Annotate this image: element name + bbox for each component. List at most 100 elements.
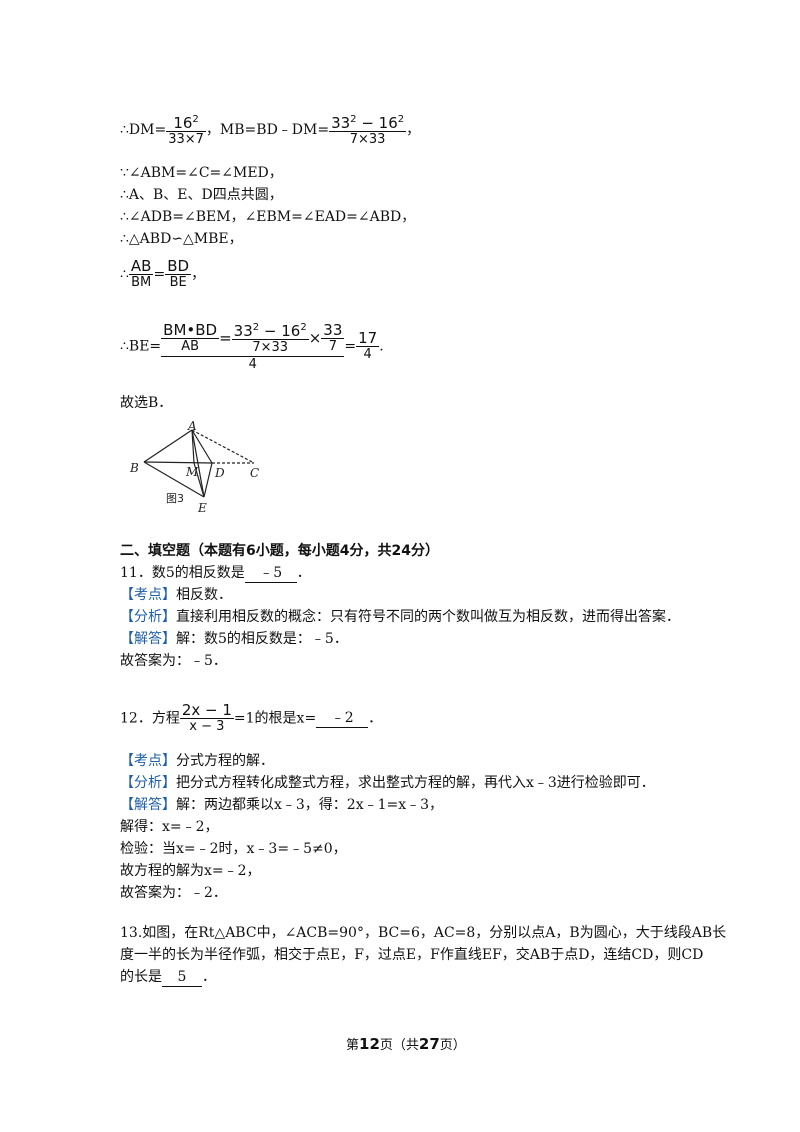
mb-num-mid: − 16	[356, 114, 398, 132]
page-footer: 第12页（共27页）	[346, 1034, 466, 1053]
q12-step3: 故方程的解为x=﹣2，	[120, 863, 261, 879]
mb-num-exp-a: 2	[350, 114, 357, 125]
section-heading: 二、填空题（本题有6小题，每小题4分，共24分）	[120, 543, 439, 559]
segment-ad	[191, 429, 213, 464]
q11-kaodian: 【考点】相反数．	[120, 586, 232, 604]
be-frac2-den: 7	[328, 338, 337, 354]
segment-me	[193, 462, 205, 498]
be-big-den: 7×33	[252, 340, 289, 355]
ratio-den-a: BM	[131, 275, 152, 290]
q12-answer: ﹣2	[316, 709, 369, 728]
footer-post: 页）	[439, 1038, 466, 1053]
q12-jieda: 【解答】解：两边都乘以x﹣3，得：2x﹣1=x﹣3，	[120, 796, 443, 814]
concyclic-line: ∴A、B、E、D四点共圆，	[120, 187, 283, 203]
footer-mid: 页（共	[379, 1038, 419, 1053]
q13-line1: 13.如图，在Rt△ABC中，∠ACB=90°，BC=6，AC=8，分别以点A，…	[120, 925, 727, 941]
mb-tail: ，	[406, 122, 421, 138]
q12-final: 故答案为：﹣2．	[120, 885, 227, 901]
jieda-tag: 【解答】	[120, 631, 176, 647]
q11-jieda: 【解答】解：数5的相反数是：﹣5．	[120, 630, 348, 648]
kaodian-tag: 【考点】	[120, 753, 176, 769]
label-a: A	[187, 420, 197, 433]
segment-be	[143, 461, 205, 498]
segment-ac-dashed	[191, 429, 255, 464]
segment-am	[191, 429, 195, 464]
dm-den: 33×7	[168, 132, 204, 147]
be-frac2-num: 33	[321, 320, 345, 339]
q11-stem-post: ．	[296, 565, 311, 581]
segment-de	[203, 462, 213, 498]
be-inner-num: BM•BD	[161, 320, 220, 339]
q12-fenxi-text: 把分式方程转化成整式方程，求出整式方程的解，再代入x﹣3进行检验即可．	[176, 775, 655, 791]
q11-fenxi-text: 直接利用相反数的概念：只有符号不同的两个数叫做互为相反数，进而得出答案．	[176, 609, 680, 625]
footer-pre: 第	[346, 1038, 360, 1053]
be-tail: .	[379, 338, 384, 355]
q12-kaodian-text: 分式方程的解．	[176, 753, 274, 769]
choose-line: 故选B．	[120, 395, 173, 411]
q11-kaodian-text: 相反数．	[176, 587, 232, 603]
q11-fenxi: 【分析】直接利用相反数的概念：只有符号不同的两个数叫做互为相反数，进而得出答案．	[120, 608, 680, 626]
be-eq2: =	[344, 338, 357, 355]
similar-line: ∴△ABD∽△MBE，	[120, 231, 243, 247]
q12-stem-post: ．	[368, 710, 383, 727]
kaodian-tag: 【考点】	[120, 587, 176, 603]
fenxi-tag: 【分析】	[120, 775, 176, 791]
be-res-den: 4	[363, 347, 372, 362]
ratio-num-a: AB	[128, 257, 154, 275]
mb-den: 7×33	[349, 132, 386, 147]
segment-bd	[143, 461, 213, 464]
q13-line3-pre: 的长是	[120, 969, 162, 985]
label-c: C	[250, 466, 259, 480]
label-e: E	[197, 501, 207, 515]
q12-step1: 解得：x=﹣2，	[120, 819, 219, 835]
ratio-tail: ，	[191, 266, 206, 283]
be-inner-den: AB	[181, 338, 200, 354]
q13-answer: 5	[162, 968, 202, 987]
q12-frac-num: 2x − 1	[179, 701, 234, 719]
ratio-prefix: ∴	[120, 266, 129, 283]
segment-ba	[143, 429, 193, 463]
q12-fenxi: 【分析】把分式方程转化成整式方程，求出整式方程的解，再代入x﹣3进行检验即可．	[120, 774, 655, 792]
label-b: B	[129, 461, 139, 475]
be-big-num-mid: − 16	[259, 322, 301, 340]
figure-caption: 图3	[166, 492, 184, 505]
q11-final: 故答案为：﹣5．	[120, 653, 227, 669]
be-outer-den: 4	[248, 357, 257, 372]
page-total: 27	[418, 1035, 440, 1053]
q11-stem-pre: 11．数5的相反数是	[120, 565, 245, 581]
page-number: 12	[359, 1035, 380, 1053]
be-big-num-exp-b: 2	[300, 322, 307, 333]
q11-jieda-text: 解：数5的相反数是：﹣5．	[176, 631, 348, 647]
q12-kaodian: 【考点】分式方程的解．	[120, 752, 274, 770]
label-m: M	[185, 465, 199, 479]
angles-line: ∴∠ADB=∠BEM，∠EBM=∠EAD=∠ABD，	[120, 209, 416, 225]
ratio-den-b: BE	[169, 275, 187, 290]
q12-stem-mid: =1的根是x=	[233, 710, 317, 727]
q11-answer: ﹣5	[244, 564, 297, 583]
dm-num-exp: 2	[192, 114, 199, 125]
segment-ae	[191, 429, 205, 498]
fenxi-tag: 【分析】	[120, 609, 176, 625]
q13-line3-post: ．	[202, 969, 216, 985]
be-prefix: ∴BE=	[120, 338, 162, 355]
be-big-num-a: 33	[233, 322, 253, 340]
ratio-num-b: BD	[165, 257, 192, 275]
be-eq1: =	[219, 329, 232, 347]
q13-line2: 度一半的长为半径作弧，相交于点E，F，过点E，F作直线EF，交AB于点D，连结C…	[120, 947, 704, 963]
q12-step2: 检验：当x=﹣2时，x﹣3=﹣5≠0，	[120, 841, 347, 857]
angle-eq-line: ∵∠ABM=∠C=∠MED，	[120, 165, 283, 181]
mb-num-a: 33	[331, 114, 351, 132]
